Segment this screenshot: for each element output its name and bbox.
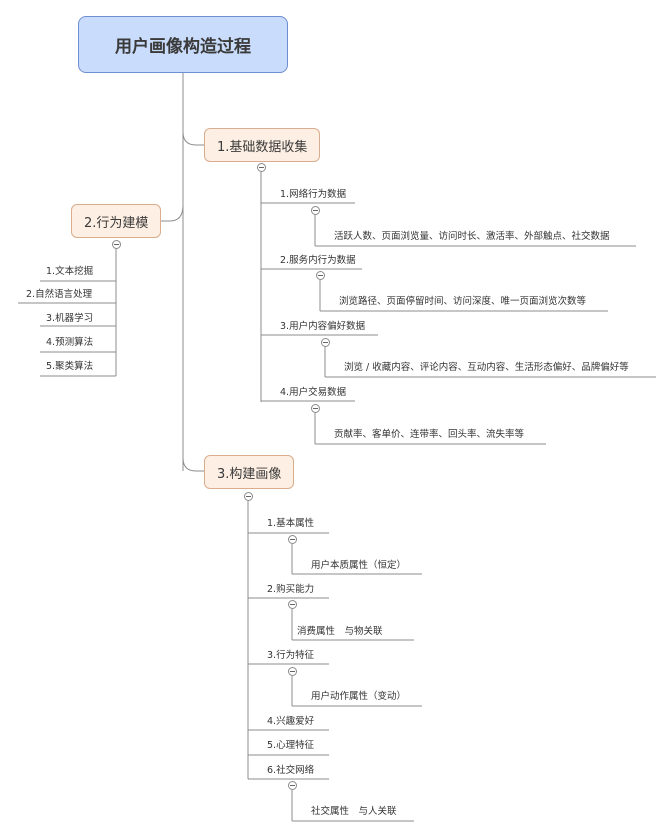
leaf-interests[interactable]: 4.兴趣爱好 [267,716,315,727]
branch-behavior-modeling[interactable]: 2.行为建模 [71,204,162,238]
leaf-basic-attributes-detail[interactable]: 用户本质属性（恒定） [311,560,407,571]
leaf-content-preference[interactable]: 3.用户内容偏好数据 [280,321,366,332]
branch-title: 2.行为建模 [84,215,149,231]
leaf-network-behavior-detail[interactable]: 活跃人数、页面浏览量、访问时长、激活率、外部触点、社交数据 [334,231,610,242]
leaf-nlp[interactable]: 2.自然语言处理 [26,289,93,300]
leaf-purchasing-power-detail[interactable]: 消费属性 与物关联 [297,626,383,637]
leaf-transaction-data-detail[interactable]: 贡献率、客单价、连带率、回头率、流失率等 [334,429,525,440]
collapse-icon[interactable] [316,271,325,280]
leaf-transaction-data[interactable]: 4.用户交易数据 [280,387,347,398]
root-title: 用户画像构造过程 [115,37,251,57]
leaf-behavior-features-detail[interactable]: 用户动作属性（变动） [311,691,407,702]
collapse-icon[interactable] [311,404,320,413]
collapse-icon[interactable] [288,781,297,790]
branch-title: 1.基础数据收集 [217,139,308,155]
leaf-basic-attributes[interactable]: 1.基本属性 [267,518,315,529]
branch-build-persona[interactable]: 3.构建画像 [204,455,295,489]
leaf-content-preference-detail[interactable]: 浏览 / 收藏内容、评论内容、互动内容、生活形态偏好、品牌偏好等 [344,362,629,373]
leaf-service-behavior-detail[interactable]: 浏览路径、页面停留时间、访问深度、唯一页面浏览次数等 [339,296,587,307]
leaf-psychology[interactable]: 5.心理特征 [267,740,315,751]
leaf-text-mining[interactable]: 1.文本挖掘 [46,266,94,277]
collapse-icon[interactable] [288,600,297,609]
collapse-icon[interactable] [112,240,121,249]
collapse-icon[interactable] [288,667,297,676]
leaf-service-behavior[interactable]: 2.服务内行为数据 [280,255,356,266]
leaf-prediction-algorithm[interactable]: 4.预测算法 [46,337,94,348]
collapse-icon[interactable] [244,492,253,501]
leaf-clustering-algorithm[interactable]: 5.聚类算法 [46,361,94,372]
leaf-network-behavior[interactable]: 1.网络行为数据 [280,189,347,200]
branch-title: 3.构建画像 [217,466,282,482]
leaf-behavior-features[interactable]: 3.行为特征 [267,650,315,661]
leaf-machine-learning[interactable]: 3.机器学习 [46,313,94,324]
leaf-purchasing-power[interactable]: 2.购买能力 [267,584,315,595]
root-node[interactable]: 用户画像构造过程 [78,16,288,73]
leaf-social-network[interactable]: 6.社交网络 [267,765,315,776]
collapse-icon[interactable] [257,163,266,172]
branch-basic-data-collection[interactable]: 1.基础数据收集 [204,128,321,162]
leaf-social-network-detail[interactable]: 社交属性 与人关联 [311,806,397,817]
collapse-icon[interactable] [321,338,330,347]
collapse-icon[interactable] [311,206,320,215]
collapse-icon[interactable] [288,535,297,544]
